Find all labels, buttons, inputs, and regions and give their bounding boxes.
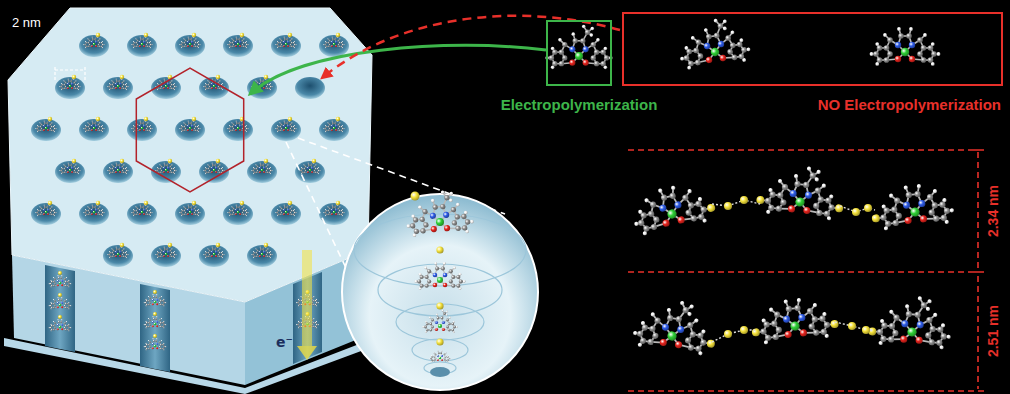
- figure-stage: ElectropolymerizationNO Electropolymeriz…: [0, 0, 1010, 394]
